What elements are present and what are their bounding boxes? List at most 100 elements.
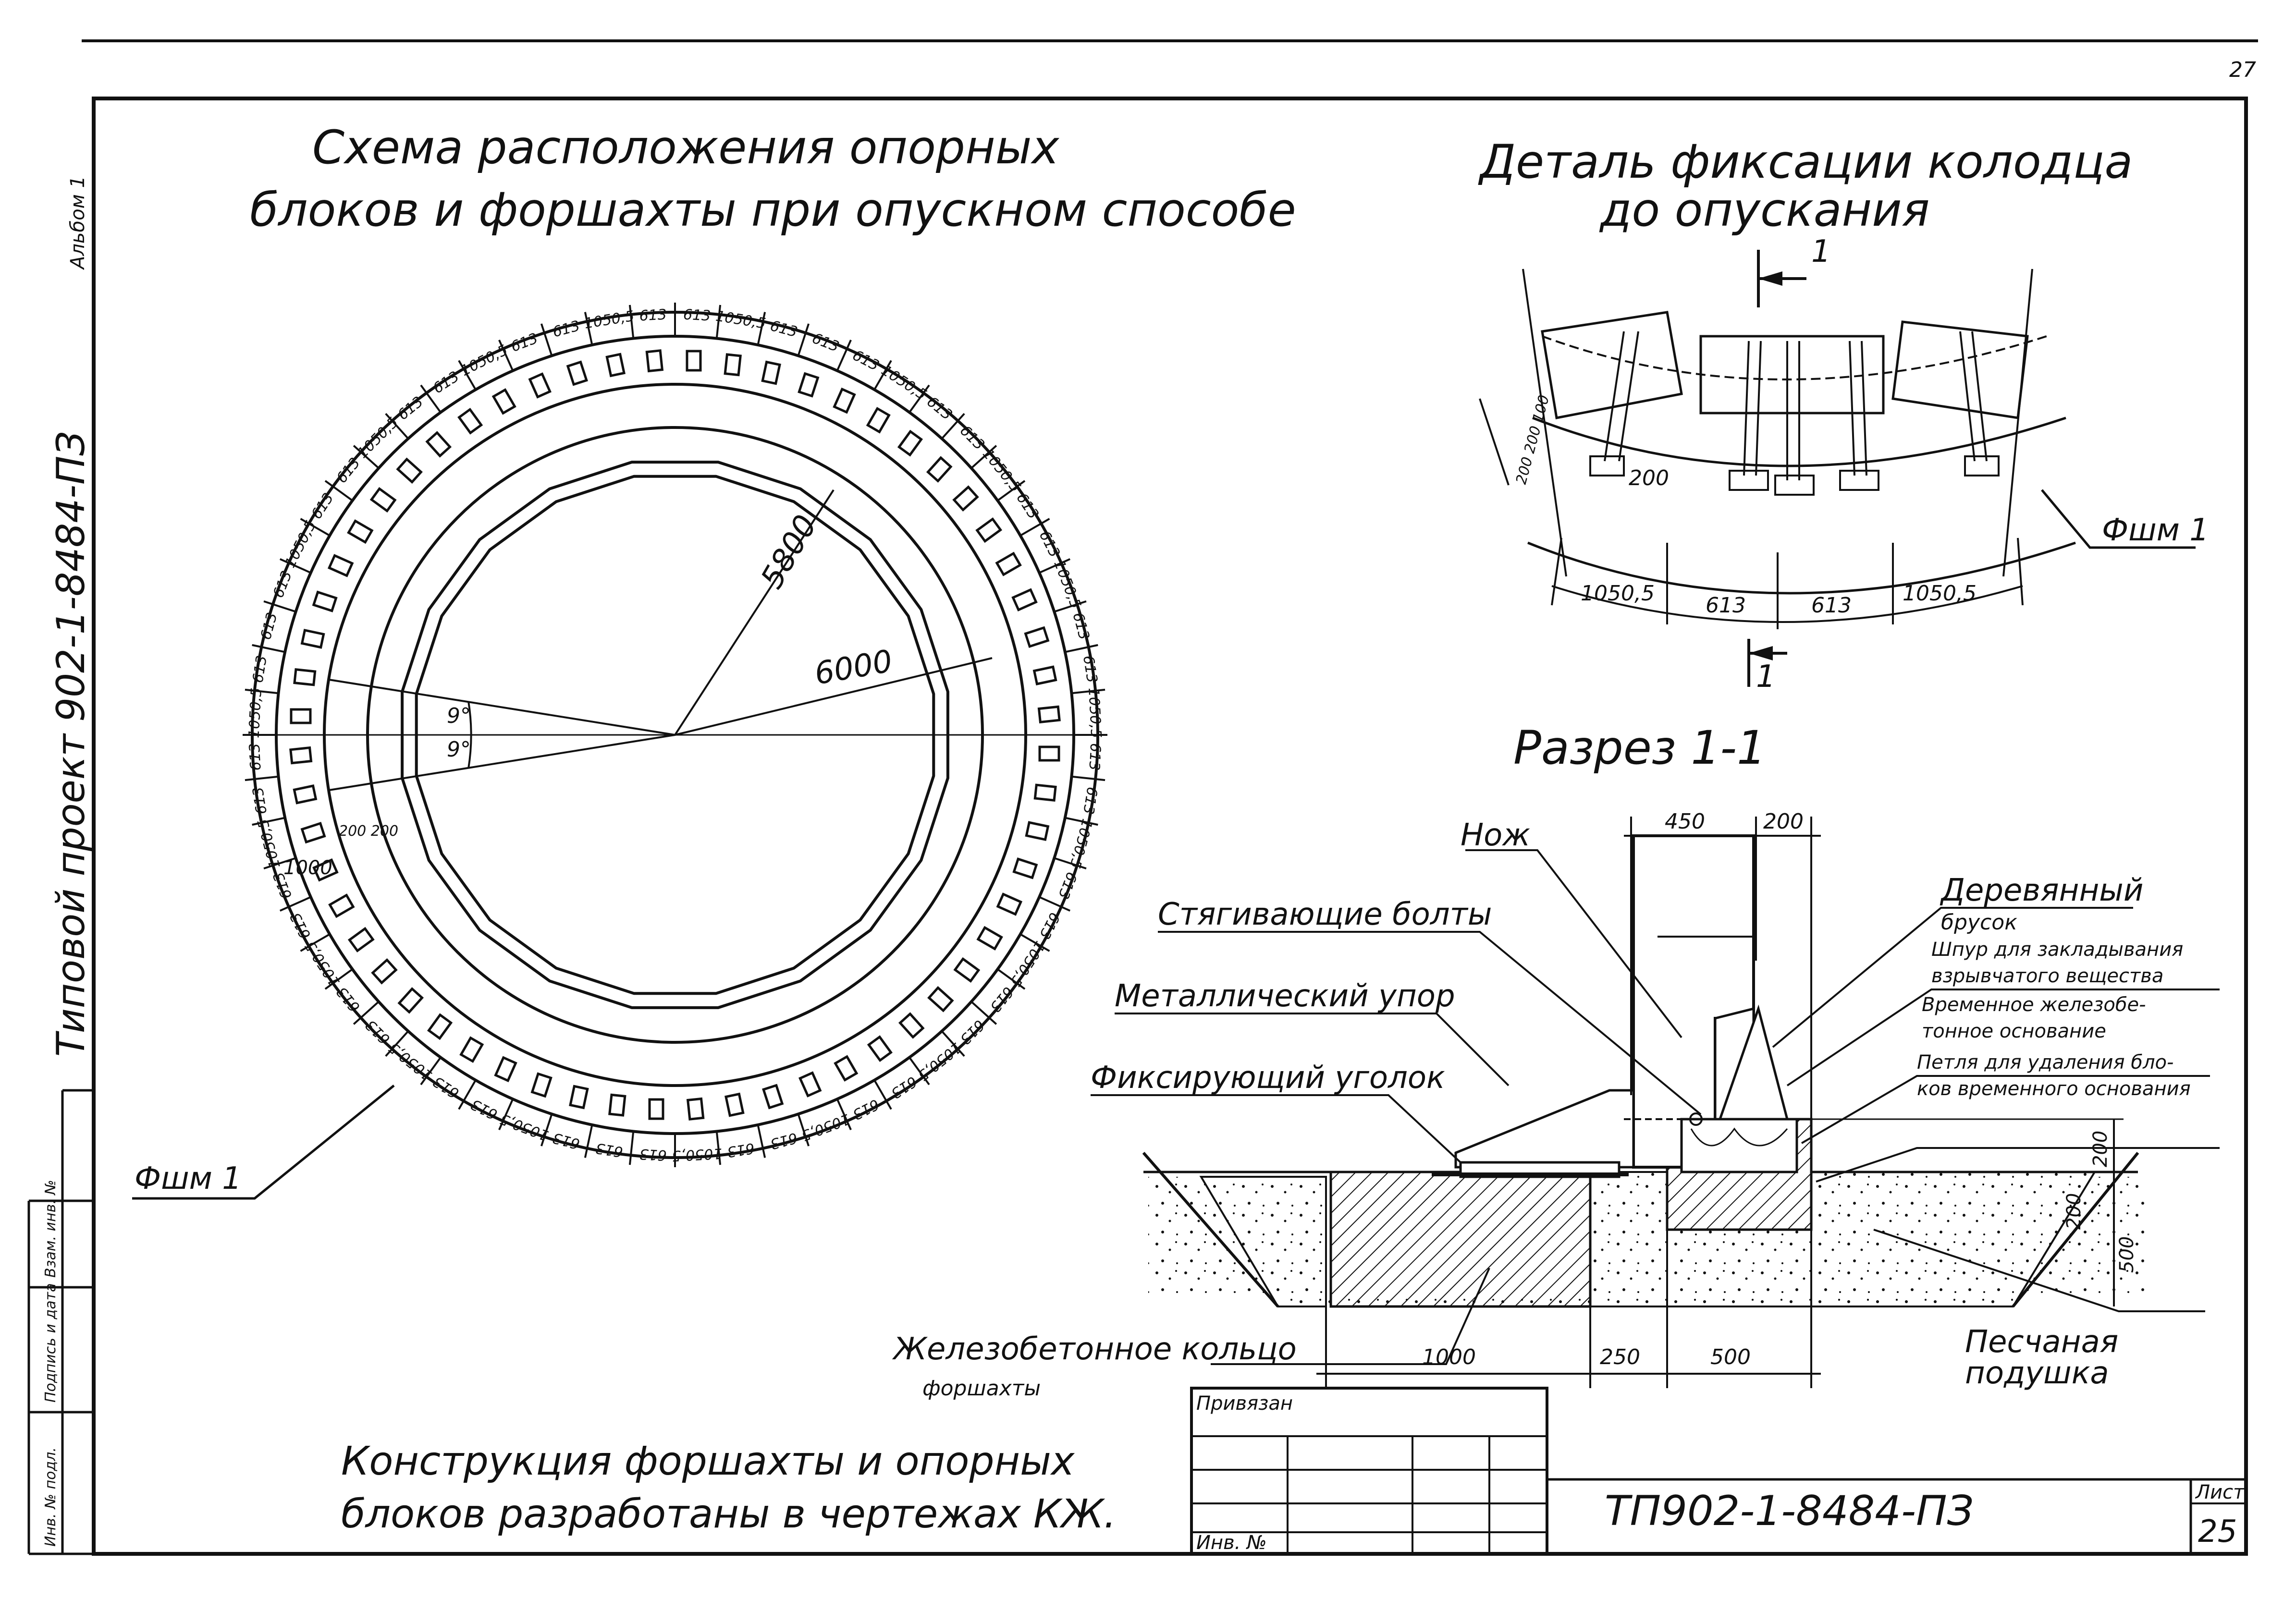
radial-tick xyxy=(245,775,279,781)
segment-label: 613 xyxy=(551,1129,581,1152)
support-block xyxy=(293,784,318,805)
detail-dim-1: 1050,5 xyxy=(1581,581,1655,606)
plan-radius-inner: 5800 xyxy=(754,509,824,595)
support-block xyxy=(347,519,374,544)
support-block xyxy=(1011,588,1038,611)
segment-label: 1050,5 xyxy=(246,687,265,739)
support-block xyxy=(312,590,338,612)
support-block xyxy=(798,372,820,398)
radial-tick xyxy=(252,817,285,826)
radial-tick xyxy=(252,644,285,653)
radial-tick xyxy=(245,688,279,695)
angle-ray-up xyxy=(329,679,675,736)
radial-tick xyxy=(836,339,852,371)
support-block xyxy=(645,349,664,373)
support-block xyxy=(1037,705,1061,724)
segment-label: 613 xyxy=(270,569,295,600)
support-block xyxy=(686,1097,705,1121)
radial-tick xyxy=(715,1131,722,1165)
plan-callout-fsh: Фшм 1 xyxy=(135,1161,242,1196)
segment-label: 613 xyxy=(1085,743,1104,771)
segment-label: 1050,5 xyxy=(583,308,636,332)
radial-tick xyxy=(458,1079,477,1110)
plan-callout-leader xyxy=(132,1085,395,1200)
radial-tick xyxy=(263,857,296,870)
title-block-tied: Привязан xyxy=(1196,1392,1293,1415)
support-block xyxy=(833,387,856,414)
support-block xyxy=(898,1012,925,1039)
support-block xyxy=(312,858,339,882)
support-block xyxy=(289,746,313,765)
support-block xyxy=(459,1036,484,1063)
support-block xyxy=(397,987,424,1014)
title-block: Привязан Инв. № ТП902-1-8484-ПЗ Лист 25 xyxy=(1190,1387,2246,1555)
support-block xyxy=(953,957,981,983)
plan-angle-2: 9° xyxy=(447,737,471,762)
support-block xyxy=(566,360,588,386)
section-dim-250: 250 xyxy=(1600,1345,1640,1369)
support-block xyxy=(491,388,516,415)
support-block xyxy=(1038,745,1060,762)
radial-tick xyxy=(300,933,331,952)
segment-label: 613 xyxy=(810,330,841,355)
radial-tick xyxy=(300,518,331,537)
support-block xyxy=(762,1084,784,1110)
support-block xyxy=(724,1092,745,1117)
support-block xyxy=(648,1098,664,1120)
title-block-sheet-label: Лист xyxy=(2195,1481,2245,1503)
support-block xyxy=(300,629,325,649)
detail-callout-fsh: Фшм 1 xyxy=(2102,513,2209,548)
label-angle: Фиксирующий уголок xyxy=(1091,1060,1445,1096)
label-beam-2: брусок xyxy=(1941,910,2017,935)
segment-label: 1050,5 xyxy=(498,1110,551,1144)
side-orig-label: Инв. № подл. xyxy=(42,1447,59,1547)
detail-title-line2: до опускания xyxy=(1599,183,1929,237)
segment-label: 613 xyxy=(250,654,271,684)
section-title: Разрез 1-1 xyxy=(1513,721,1766,775)
radial-tick xyxy=(420,1057,442,1086)
angle-arc xyxy=(467,701,472,769)
label-sand-2: подушка xyxy=(1965,1355,2109,1391)
label-sand-1: Песчаная xyxy=(1965,1324,2118,1360)
support-block xyxy=(866,407,891,434)
radial-tick xyxy=(757,312,766,345)
radial-tick xyxy=(498,339,514,371)
label-knife: Нож xyxy=(1461,818,1530,853)
radial-tick xyxy=(1039,896,1071,912)
radial-tick xyxy=(1019,518,1050,537)
support-block xyxy=(975,517,1003,543)
radial-tick xyxy=(498,1099,514,1131)
support-block xyxy=(327,554,354,577)
support-block xyxy=(293,668,317,686)
segment-label: 613 xyxy=(594,1139,624,1160)
segment-label: 613 xyxy=(683,306,711,325)
support-block xyxy=(976,926,1003,951)
radial-tick xyxy=(970,1001,997,1025)
segment-label: 1050,5 xyxy=(1085,687,1104,739)
support-block xyxy=(1032,665,1057,685)
radius-5800 xyxy=(674,489,835,736)
label-ring-2: форшахты xyxy=(922,1376,1041,1401)
support-block xyxy=(1012,857,1038,879)
support-block xyxy=(1033,783,1057,802)
note-line2: блоков разработаны в чертежах КЖ. xyxy=(341,1491,1117,1537)
radial-tick xyxy=(797,1113,810,1147)
support-block xyxy=(761,360,781,385)
radial-tick xyxy=(1054,600,1087,613)
segment-label: 613 xyxy=(768,1129,799,1152)
radial-tick xyxy=(279,896,311,912)
support-block xyxy=(371,958,398,985)
side-stamp: Типовой проект 902-1-8484-ПЗ Альбом 1 Вз… xyxy=(27,176,94,1555)
label-ring-1: Железобетонное кольцо xyxy=(892,1331,1297,1367)
support-block xyxy=(867,1035,893,1062)
radial-tick xyxy=(385,413,409,439)
segment-label: 613 xyxy=(1080,786,1101,816)
segment-label: 613 xyxy=(250,786,271,816)
radial-tick xyxy=(941,1030,965,1057)
detail-dim-3: 613 xyxy=(1811,593,1852,618)
segment-label: 1050,5 xyxy=(799,1110,852,1144)
radial-tick xyxy=(353,1001,380,1025)
radial-tick xyxy=(458,360,477,391)
support-block xyxy=(608,1093,626,1117)
